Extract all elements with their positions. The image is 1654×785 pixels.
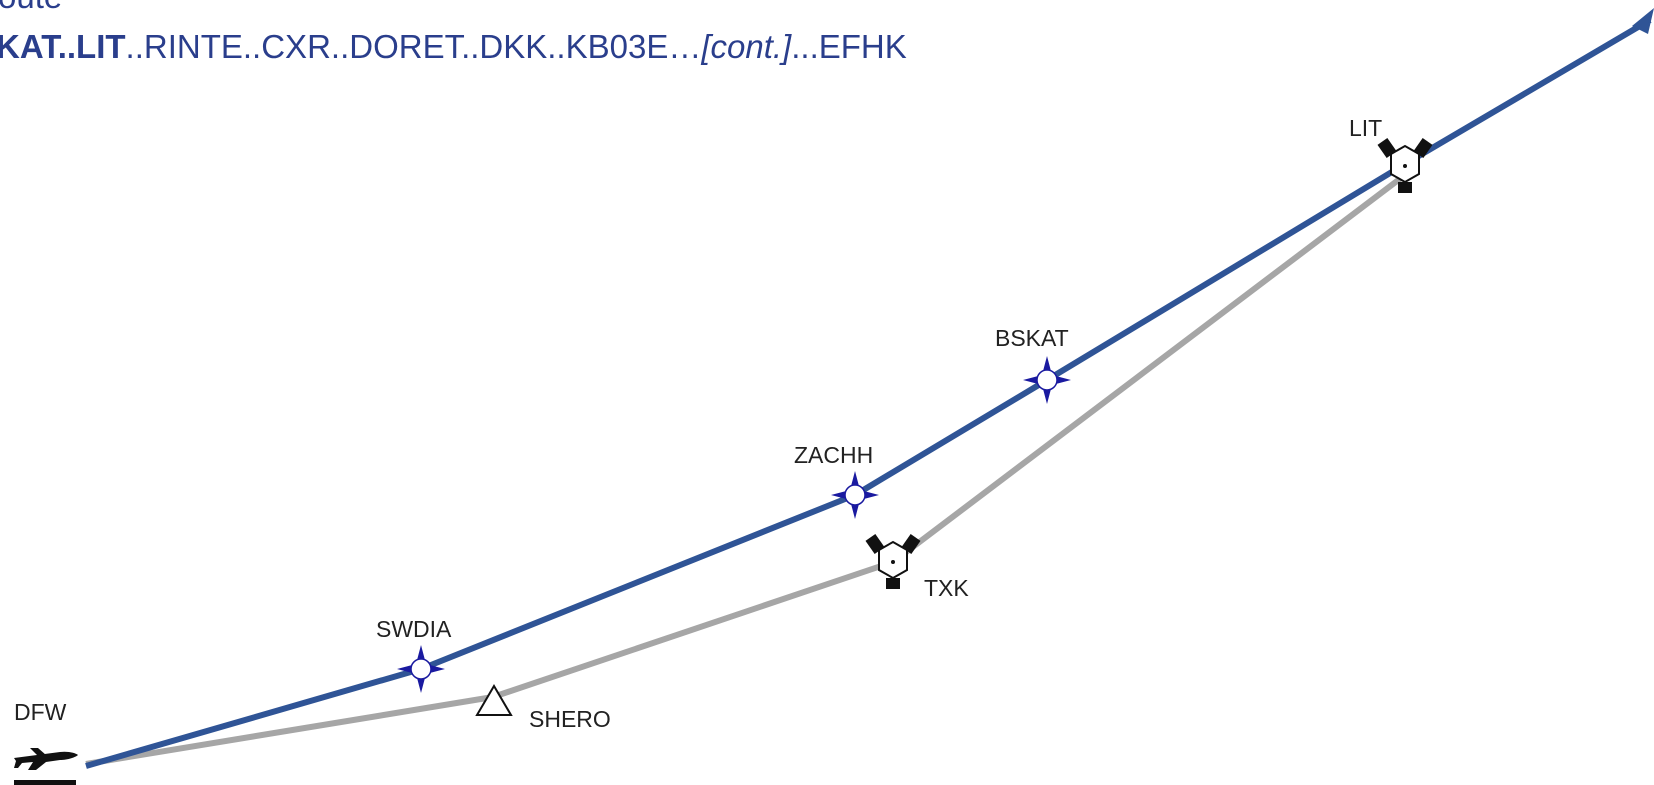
bskat-fix[interactable] xyxy=(1023,356,1071,404)
fix-circle-icon xyxy=(410,658,432,680)
route-string: KAT..LIT..RINTE..CXR..DORET..DKK..KB03E…… xyxy=(0,28,907,66)
route-text-top-cut: oute xyxy=(0,0,62,16)
vortac-icon xyxy=(865,534,921,589)
dfw-airport[interactable]: DFW xyxy=(14,699,78,785)
shero-waypoint[interactable] xyxy=(475,684,513,716)
alternate-route-line xyxy=(85,172,1407,767)
waypoint-label-shero: SHERO xyxy=(529,706,611,732)
zachh-fix[interactable] xyxy=(831,471,879,519)
waypoint-label-bskat: BSKAT xyxy=(995,325,1069,351)
route-string-cont: [cont.] xyxy=(701,28,792,65)
txk-vortac[interactable] xyxy=(865,534,921,589)
route-string-end: ...EFHK xyxy=(791,28,907,65)
vortac-icon xyxy=(1377,138,1433,193)
airport-bar-icon xyxy=(14,780,76,785)
route-string-bold: KAT..LIT xyxy=(0,28,126,65)
fix-circle-icon xyxy=(1036,369,1058,391)
waypoint-label-lit: LIT xyxy=(1349,115,1382,141)
route-arrow-icon xyxy=(1632,8,1654,34)
waypoint-label-dfw: DFW xyxy=(14,699,67,725)
waypoint-label-swdia: SWDIA xyxy=(376,616,452,642)
route-string-middle: ..RINTE..CXR..DORET..DKK..KB03E… xyxy=(125,28,702,65)
fix-circle-icon xyxy=(844,484,866,506)
swdia-fix[interactable] xyxy=(397,645,445,693)
waypoint-label-zachh: ZACHH xyxy=(794,442,873,468)
airplane-icon xyxy=(14,748,78,770)
lit-vortac[interactable] xyxy=(1377,138,1433,193)
waypoint-label-txk: TXK xyxy=(924,575,969,601)
triangle-icon xyxy=(475,684,513,716)
planned-route-line xyxy=(85,17,1652,769)
